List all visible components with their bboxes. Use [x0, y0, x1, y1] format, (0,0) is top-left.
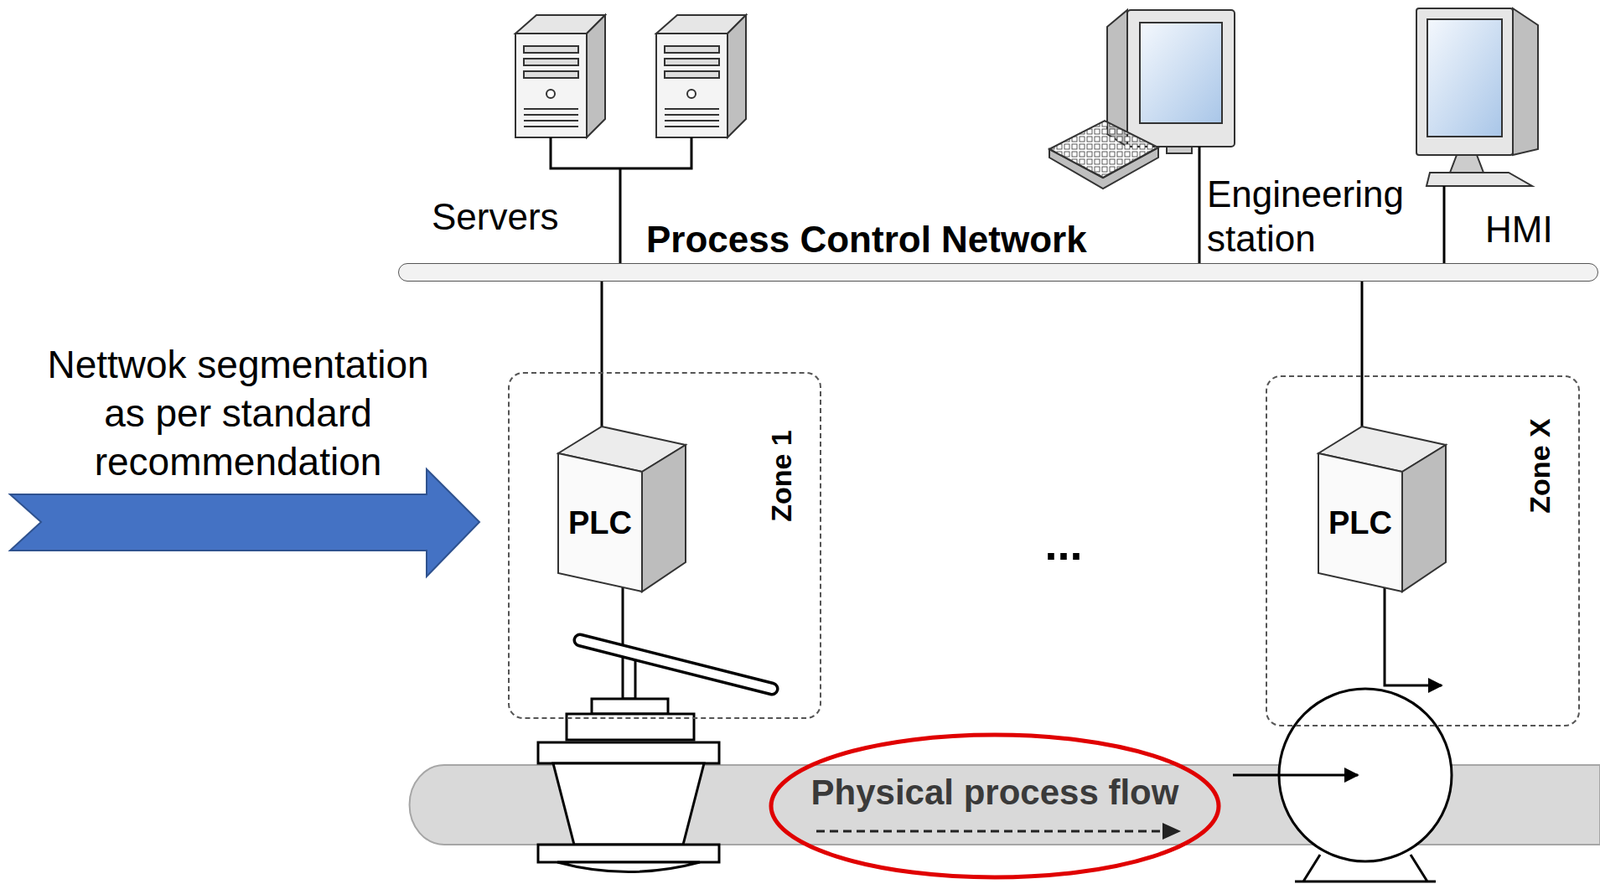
station-wire [1198, 146, 1202, 264]
pump-symbol-part [1294, 854, 1436, 882]
zone-box: PLC Zone X [1265, 375, 1580, 727]
valve-symbol-part [538, 844, 720, 863]
network-link [600, 281, 603, 427]
valve-symbol-part [579, 640, 772, 689]
pump-symbol-part [1232, 774, 1358, 777]
plc-box: PLC [1318, 419, 1446, 592]
server-icon-part [523, 71, 579, 78]
valve-symbol [538, 585, 772, 873]
highlight-ellipse: Physical process flow [768, 732, 1222, 881]
valve-symbol-part [553, 763, 705, 845]
pump-symbol-part [1384, 586, 1442, 686]
keyboard [1049, 120, 1159, 189]
ellipse-label: Physical process flow [768, 772, 1222, 813]
server-icon-part [586, 15, 606, 138]
server-icon-part [515, 33, 587, 138]
bus-label: Process Control Network [646, 218, 1088, 262]
plc-label: PLC [558, 505, 643, 543]
flow-arrow [816, 830, 1165, 834]
plc-face [558, 453, 643, 592]
hmi-monitor-part [1416, 8, 1513, 156]
plc-label: PLC [1318, 505, 1403, 543]
hmi-monitor-part [1427, 19, 1502, 137]
hmi-monitor-part [1426, 172, 1533, 187]
network-link [1360, 281, 1363, 427]
plc-face [1318, 453, 1403, 592]
plc-box: PLC [558, 419, 686, 592]
ellipsis-mark: ... [1044, 517, 1083, 570]
server-icon-part [523, 46, 579, 53]
valve-symbol-part [621, 585, 625, 650]
plc-face [1402, 445, 1446, 592]
network-bus: Process Control Network [398, 263, 1599, 282]
valve-symbol-part [538, 742, 720, 764]
hmi-monitor-part [1512, 8, 1538, 156]
valve-symbol-part [591, 699, 668, 715]
zone-label: Zone X [1523, 418, 1557, 513]
server-icon [656, 15, 746, 138]
hmi-monitor [1416, 8, 1538, 187]
hmi-monitor-part [1449, 155, 1484, 173]
engineering-monitor-part [1166, 146, 1192, 154]
server-icon-part [546, 89, 555, 99]
server-icon-part [523, 58, 579, 66]
keyboard-part [1049, 120, 1159, 178]
text-label: Nettwok segmentation as per standard rec… [32, 340, 444, 487]
text-label: HMI [1485, 208, 1554, 252]
server-icon-part [523, 108, 579, 127]
engineering-monitor-part [1127, 10, 1235, 147]
engineering-monitor-part [1139, 22, 1223, 124]
text-label: Engineering station [1206, 171, 1434, 261]
zone-box: PLC Zone 1 [507, 372, 822, 720]
text-label: Servers [431, 196, 560, 239]
flow-arrowhead [1162, 823, 1181, 840]
hmi-wire [1443, 186, 1446, 264]
plc-face [642, 445, 686, 592]
server-icon [515, 15, 606, 138]
zone-label: Zone 1 [765, 429, 798, 523]
valve-symbol-part [557, 862, 700, 873]
valve-symbol-part [579, 640, 772, 689]
segmentation-arrow [10, 469, 480, 577]
